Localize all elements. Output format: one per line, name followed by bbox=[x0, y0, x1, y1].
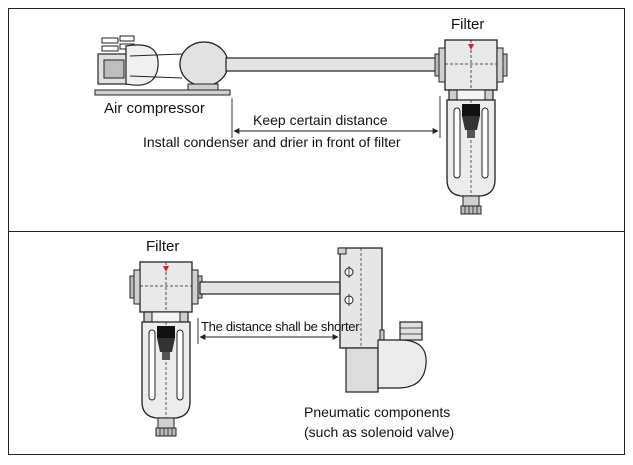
air-pipe-top bbox=[225, 57, 439, 72]
distance-label-bottom: The distance shall be shorter bbox=[201, 319, 360, 334]
bottom-panel bbox=[8, 231, 625, 455]
compressor-motor-icon bbox=[97, 35, 183, 86]
filter-unit-top bbox=[434, 39, 508, 215]
component-label-line1: Pneumatic components bbox=[304, 404, 451, 420]
distance-label-top: Keep certain distance bbox=[253, 112, 388, 128]
compressor-tank-icon bbox=[179, 41, 229, 87]
component-label-line2: (such as solenoid valve) bbox=[304, 424, 455, 440]
filter-label-top: Filter bbox=[451, 16, 485, 33]
compressor-base bbox=[94, 89, 231, 96]
air-pipe-bottom bbox=[199, 281, 341, 295]
filter-unit-bottom bbox=[129, 261, 203, 437]
solenoid-valve-icon bbox=[337, 247, 427, 393]
instruction-label: Install condenser and drier in front of … bbox=[143, 134, 401, 150]
filter-label-bottom: Filter bbox=[146, 238, 180, 255]
compressor-label: Air compressor bbox=[104, 100, 205, 117]
